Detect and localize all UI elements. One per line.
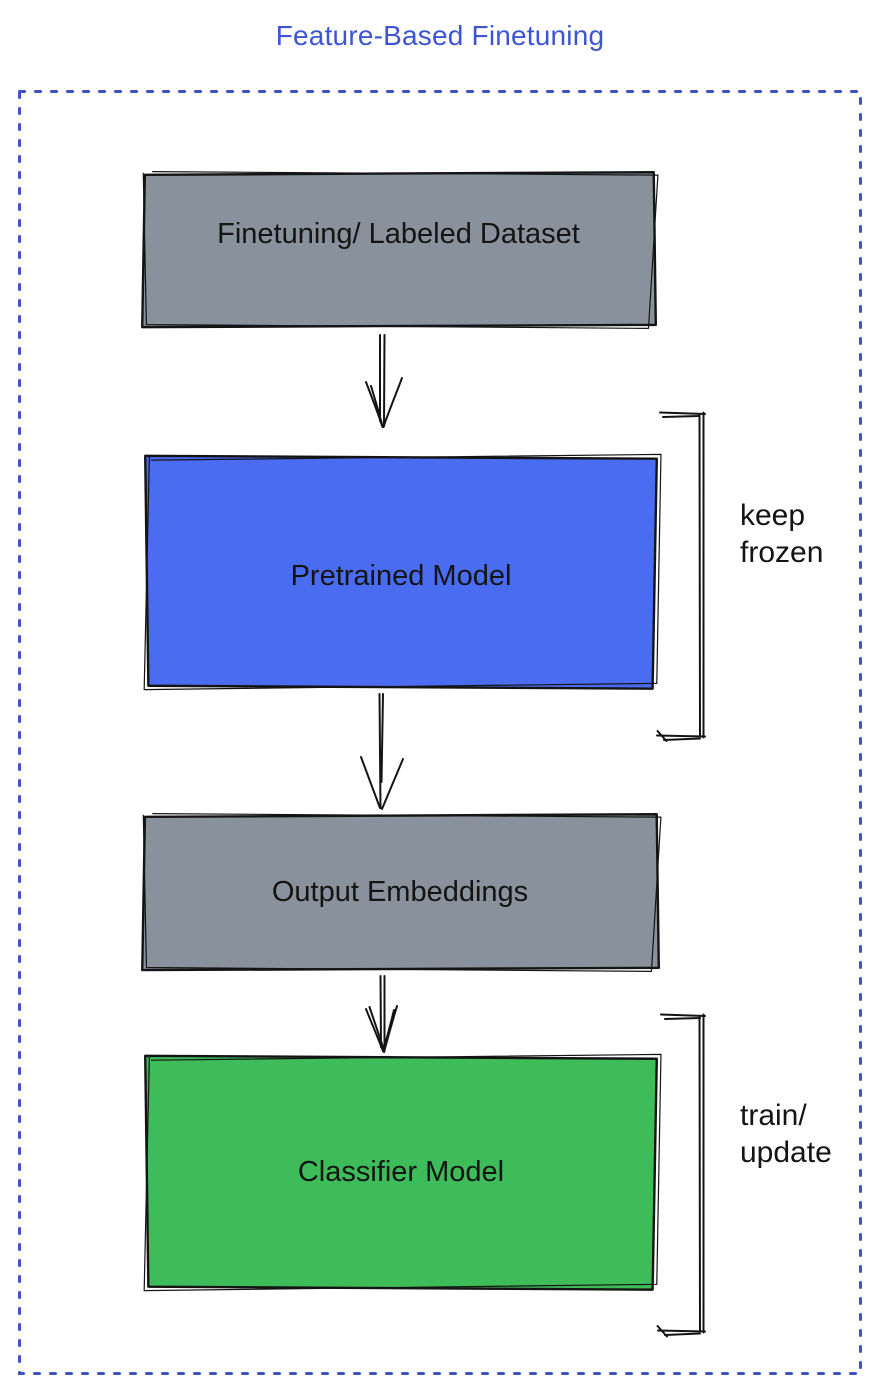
node-sketch-border-icon xyxy=(140,1052,662,1293)
bracket-train-update-icon xyxy=(656,1013,706,1338)
node-label: Finetuning/ Labeled Dataset xyxy=(217,217,580,250)
arrow-embeddings-to-classifier-icon xyxy=(365,975,398,1053)
node-finetuning-dataset: Finetuning/ Labeled Dataset xyxy=(137,170,660,330)
bracket-keep-frozen-icon xyxy=(656,411,706,742)
dashed-frame xyxy=(18,90,862,1375)
node-label: Classifier Model xyxy=(297,1156,505,1189)
node-classifier-model: Classifier Model xyxy=(140,1052,662,1293)
annotation-train-update: train/ update xyxy=(740,1099,832,1169)
annotation-keep-frozen: keep frozen xyxy=(740,499,824,569)
node-output-embeddings: Output Embeddings xyxy=(137,812,663,973)
node-sketch-border-icon xyxy=(137,812,663,973)
diagram-title: Feature-Based Finetuning xyxy=(275,20,605,51)
node-sketch-border-icon xyxy=(137,170,660,330)
node-pretrained-model: Pretrained Model xyxy=(140,452,662,692)
arrow-dataset-to-pretrained-icon xyxy=(365,334,403,428)
node-label: Output Embeddings xyxy=(271,876,529,909)
node-label: Pretrained Model xyxy=(290,559,512,592)
node-sketch-border-icon xyxy=(140,452,662,692)
arrow-pretrained-to-embeddings-icon xyxy=(360,693,404,810)
